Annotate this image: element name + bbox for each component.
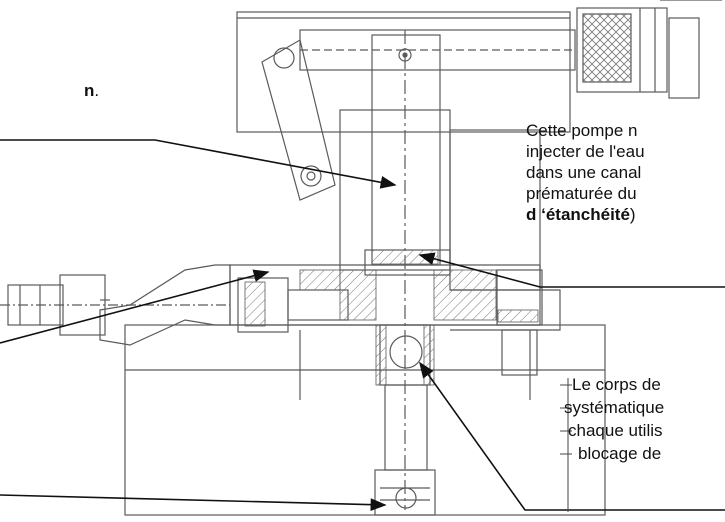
right-line-5-paren: ): [629, 205, 636, 224]
bottom-text-bracket: [560, 378, 572, 512]
leader-check-valve: [419, 361, 725, 511]
right-line-1: Cette pompe n: [526, 121, 638, 140]
top-left-period: .: [94, 81, 100, 100]
bottom-line-3: chaque utilis: [568, 421, 663, 440]
leader-lines: [0, 139, 725, 512]
leader-seal: [418, 252, 725, 288]
hatched-sections: [244, 249, 539, 386]
leader-outlet: [0, 494, 387, 512]
bottom-line-4: blocage de: [578, 444, 662, 463]
top-left-fragment-bold: n: [84, 81, 95, 100]
bottom-line-1: Le corps de: [572, 375, 661, 394]
top-left-fragment: n.: [84, 80, 99, 102]
right-line-5: d ‘étanchéité): [526, 204, 636, 226]
leader-column: [0, 139, 397, 189]
right-line-5-bold: d ‘étanchéité: [526, 205, 630, 224]
right-line-4: prématurée du: [526, 184, 637, 203]
right-line-2: injecter de l'eau: [526, 142, 645, 161]
right-line-3: dans une canal: [526, 163, 642, 182]
bottom-line-2: systématique: [564, 398, 665, 417]
leader-inlet-valve: [0, 269, 270, 344]
